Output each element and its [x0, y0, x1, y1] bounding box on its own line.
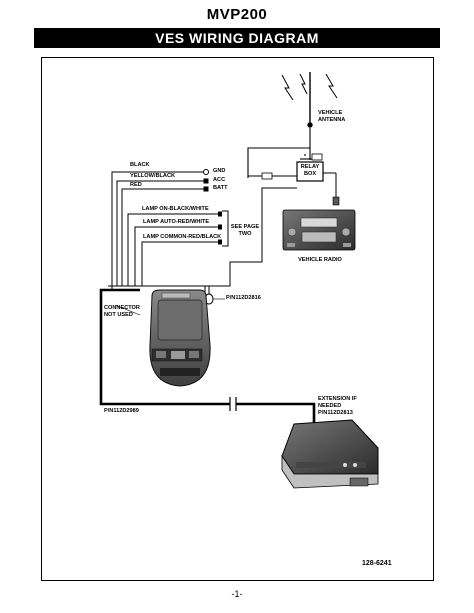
lamp-on-label: LAMP ON-BLACK/WHITE: [142, 206, 209, 212]
terminal-gnd-label: GND: [213, 168, 226, 174]
wire-red-label: RED: [130, 182, 142, 188]
wire-black-label: BLACK: [130, 162, 150, 168]
harness-part-number-label: P/N112D2816: [226, 295, 261, 301]
vehicle-radio-image: [282, 209, 356, 251]
terminal-batt-label: BATT: [213, 185, 228, 191]
overhead-monitor-unit: [149, 289, 211, 387]
relay-box: [296, 153, 324, 182]
antenna-icon: [281, 72, 338, 128]
vehicle-radio-label: VEHICLE RADIO: [298, 257, 342, 263]
page-number: -1-: [231, 589, 243, 599]
main-harness: [108, 187, 297, 298]
batt-terminal-icon: [203, 186, 209, 192]
extension-label: EXTENSION IF NEEDED P/N112D2813: [318, 396, 357, 416]
radio-antenna-plug: [332, 196, 340, 206]
lamp-common-label: LAMP COMMON-RED/BLACK: [143, 234, 222, 240]
vehicle-antenna-label: VEHICLE ANTENNA: [318, 110, 346, 123]
terminal-acc-label: ACC: [213, 177, 226, 183]
diagram-title-banner: VES WIRING DIAGRAM: [34, 28, 440, 48]
inline-connector: [261, 172, 273, 180]
power-wires: [111, 171, 204, 286]
ground-terminal-icon: [203, 169, 209, 175]
diagram-frame: [41, 57, 434, 581]
see-page-two-label: SEE PAGE TWO: [230, 224, 260, 237]
acc-terminal-icon: [203, 178, 209, 184]
extension-box: [281, 419, 379, 489]
lamp-wires: [127, 210, 229, 286]
wire-yellow-black-label: YELLOW/BLACK: [130, 173, 176, 179]
connector-not-used-label: CONNECTOR NOT USED: [104, 305, 140, 318]
relay-box-label: RELAY BOX: [300, 164, 320, 177]
document-number: 128-6241: [362, 560, 392, 567]
cable-part-number-label: P/N112D2989: [104, 408, 139, 414]
lamp-auto-label: LAMP AUTO-RED/WHITE: [143, 219, 210, 225]
model-title: MVP200: [206, 6, 268, 23]
